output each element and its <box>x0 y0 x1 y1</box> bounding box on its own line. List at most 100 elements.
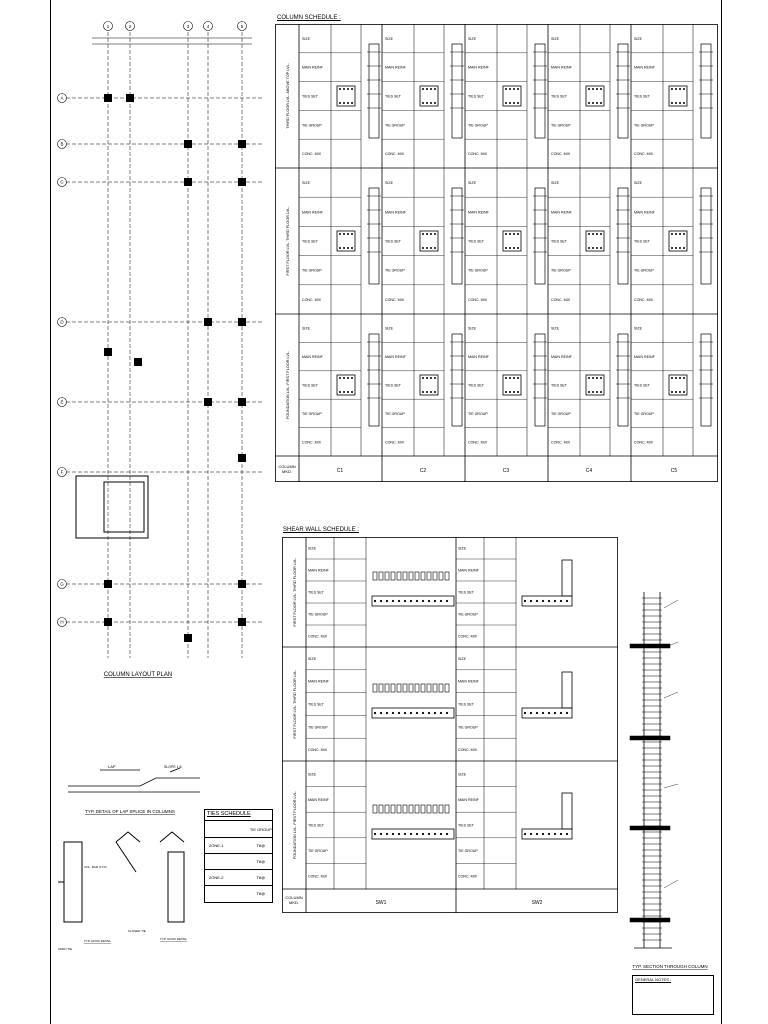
grid-bubble-col <box>183 21 193 31</box>
schedule-row-label: MAIN REINF <box>468 355 490 359</box>
grid-bubble-row <box>57 467 67 477</box>
schedule-row-label: SIZE <box>551 327 560 331</box>
tie-cell: T8@ <box>256 859 266 864</box>
tie-cell: T8@ <box>256 891 266 896</box>
schedule-row-label: TIES SET <box>308 824 325 828</box>
schedule-row-label: MAIN REINF <box>634 355 656 359</box>
grid-label-col: 4 <box>207 24 210 29</box>
schedule-row-label: SIZE <box>634 37 643 41</box>
column-schedule-table: SIZE MAIN REINF TIES SET TIE GROUP CONC. MIX… <box>275 24 718 482</box>
schedule-row-label: TIE GROUP <box>634 123 654 127</box>
schedule-row-label: TIE GROUP <box>634 412 654 416</box>
column-mark: C5 <box>671 468 678 474</box>
schedule-row-label: MAIN REINF <box>551 66 573 70</box>
schedule-row-label: CONC. MIX <box>385 298 405 302</box>
column-schedule-title: COLUMN SCHEDULE : <box>277 15 341 21</box>
grid-bubble-row <box>57 93 67 103</box>
schedule-row-label: TIES SET <box>458 703 475 707</box>
grid-bubble-row <box>57 579 67 589</box>
grid-bubble-col <box>203 21 213 31</box>
grid-bubble-col <box>103 21 113 31</box>
schedule-row-label: SIZE <box>385 181 394 185</box>
grid-label-row: E <box>60 400 63 405</box>
grid-label-col: 2 <box>129 24 132 29</box>
schedule-row-label: TIES SET <box>468 95 485 99</box>
schedule-row-label: CONC. MIX <box>458 875 478 879</box>
schedule-row-label: MAIN REINF <box>551 210 573 214</box>
schedule-row-label: TIES SET <box>634 240 651 244</box>
open-tie-label: OPEN TIE <box>58 947 72 951</box>
level-label: FIRST FLOOR LVL. THIRD FLOOR LVL. <box>293 670 297 739</box>
schedule-row-label: SIZE <box>458 657 467 661</box>
grid-bubble-row <box>57 139 67 149</box>
tie-group-header: TIE GROUP <box>249 826 272 832</box>
ties-schedule-title: TIES SCHEDULE <box>207 811 251 817</box>
schedule-row-label: MAIN REINF <box>308 680 330 684</box>
schedule-row-label: TIE GROUP <box>308 725 328 729</box>
schedule-row-label: MAIN REINF <box>385 355 407 359</box>
grid-label-row: G <box>60 582 64 587</box>
schedule-row-label: CONC. MIX <box>385 152 405 156</box>
wall-mark: SW2 <box>532 900 543 906</box>
schedule-row-label: TIES SET <box>385 384 402 388</box>
schedule-row-label: TIES SET <box>634 95 651 99</box>
schedule-row-label: TIES SET <box>308 591 325 595</box>
schedule-row-label: CONC. MIX <box>308 748 328 752</box>
schedule-row-label: CONC. MIX <box>458 748 478 752</box>
schedule-row-label: SIZE <box>385 327 394 331</box>
schedule-row-label: MAIN REINF <box>468 210 490 214</box>
schedule-row-label: SIZE <box>308 772 317 776</box>
tie-cell: T8@ <box>256 843 266 848</box>
column-mark: C2 <box>420 468 427 474</box>
schedule-row-label: TIES SET <box>458 824 475 828</box>
schedule-row-label: TIE GROUP <box>302 123 322 127</box>
grid-label-row: F <box>61 470 64 475</box>
schedule-row-label: MAIN REINF <box>634 210 656 214</box>
schedule-row-label: TIES SET <box>551 95 568 99</box>
lap-label: LAP <box>108 764 116 769</box>
schedule-row-label: SIZE <box>634 327 643 331</box>
schedule-row-label: TIES SET <box>385 240 402 244</box>
schedule-row-label: CONC. MIX <box>385 440 405 444</box>
column-section: TYP. SECTION THROUGH COLUMN <box>629 592 708 969</box>
schedule-row-label: TIE GROUP <box>385 269 405 273</box>
schedule-row-label: TIES SET <box>302 384 319 388</box>
column-mark: C1 <box>337 468 344 474</box>
zone-cell: ZONE-1 <box>208 843 224 848</box>
level-label: FOUNDATION LVL. FIRST FLOOR LVL. <box>286 351 290 419</box>
schedule-row-label: TIE GROUP <box>385 123 405 127</box>
schedule-row-label: CONC. MIX <box>634 298 654 302</box>
schedule-row-label: SIZE <box>302 327 311 331</box>
schedule-row-label: TIE GROUP <box>308 849 328 853</box>
schedule-row-label: CONC. MIX <box>468 440 488 444</box>
schedule-row-label: TIES SET <box>468 384 485 388</box>
section-title: TYP. SECTION THROUGH COLUMN <box>632 964 707 969</box>
schedule-row-label: CONC. MIX <box>302 152 322 156</box>
hook-detail-label-2: TYP. HOOK DETAIL <box>160 937 187 941</box>
schedule-row-label: SIZE <box>458 547 467 551</box>
grid-bubble-row <box>57 397 67 407</box>
grid-label-row: H <box>60 620 63 625</box>
table-row: T8@ <box>205 885 272 901</box>
column-mark: C3 <box>503 468 510 474</box>
schedule-row-label: TIE GROUP <box>458 613 478 617</box>
schedule-row-label: MAIN REINF <box>302 355 324 359</box>
schedule-row-label: TIES SET <box>551 384 568 388</box>
schedule-row-label: TIE GROUP <box>468 412 488 416</box>
schedule-row-label: CONC. MIX <box>551 298 571 302</box>
schedule-row-label: TIES SET <box>458 591 475 595</box>
col-bar-label: COL. BAR (TYP) <box>84 865 107 869</box>
plan-title: COLUMN LAYOUT PLAN <box>104 672 172 678</box>
schedule-row-label: SIZE <box>308 657 317 661</box>
schedule-row-label: TIE GROUP <box>458 849 478 853</box>
schedule-row-label: MAIN REINF <box>385 66 407 70</box>
schedule-row-label: MAIN REINF <box>634 66 656 70</box>
hook-detail-label-1: TYP. HOOK DETAIL <box>84 939 111 943</box>
schedule-row-label: CONC. MIX <box>634 440 654 444</box>
lap-detail-title: TYP. DETAIL OF LAP SPLICE IN COLUMNS <box>85 809 175 814</box>
